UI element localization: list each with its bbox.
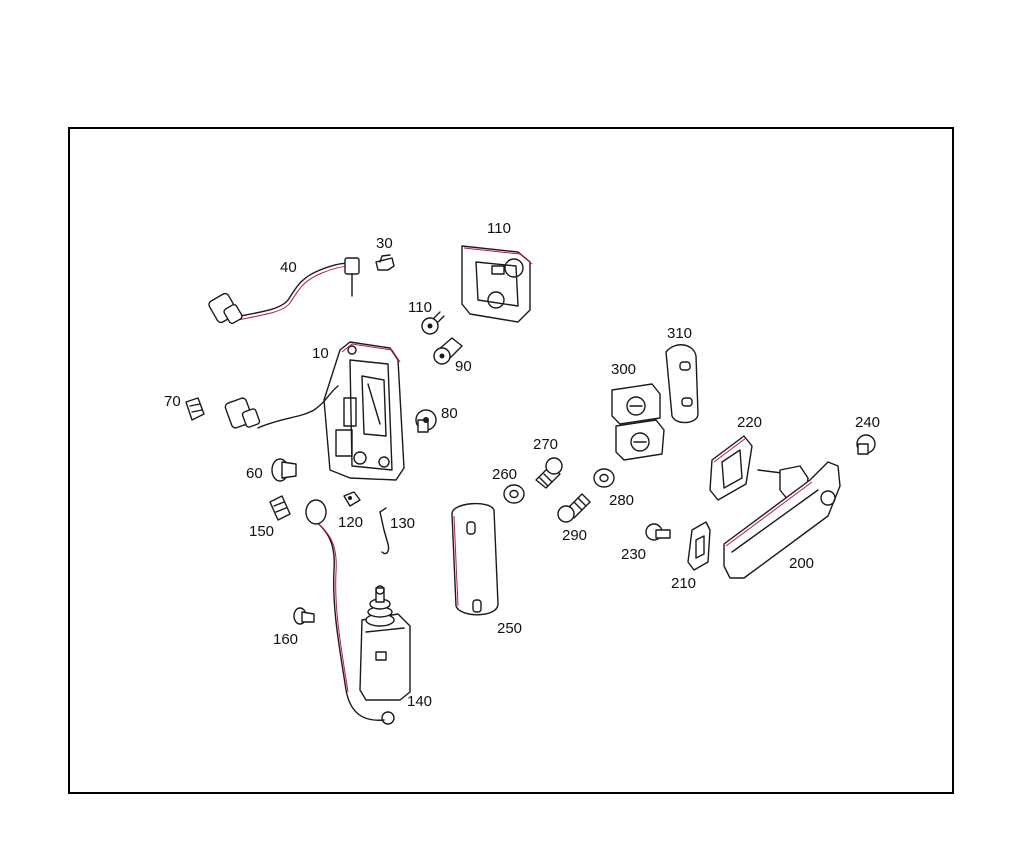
callout-260: 260 [492, 466, 517, 483]
callout-210: 210 [671, 575, 696, 592]
part-70-plug[interactable] [271, 458, 297, 482]
callout-270: 270 [533, 436, 558, 453]
part-210-gasket[interactable] [687, 521, 711, 571]
callout-40: 40 [280, 259, 297, 276]
callout-220: 220 [737, 414, 762, 431]
part-60-connector[interactable] [185, 397, 205, 421]
callout-200: 200 [789, 555, 814, 572]
part-270-bolt[interactable] [535, 457, 563, 489]
part-30-clip[interactable] [375, 254, 395, 271]
callout-310: 310 [667, 325, 692, 342]
part-300-lock-cylinders[interactable] [611, 383, 665, 461]
callout-240: 240 [855, 414, 880, 431]
callout-150: 150 [249, 523, 274, 540]
part-10-lock-assembly[interactable] [323, 341, 405, 481]
part-250-plate[interactable] [451, 503, 499, 616]
lock-cable [224, 385, 339, 429]
part-240-bolt[interactable] [856, 434, 876, 455]
part-220-gasket[interactable] [709, 435, 753, 501]
callout-300: 300 [611, 361, 636, 378]
callout-130: 130 [390, 515, 415, 532]
callout-120: 120 [338, 514, 363, 531]
part-80-bolt[interactable] [415, 409, 437, 433]
callout-30: 30 [376, 235, 393, 252]
callout-90: 90 [455, 358, 472, 375]
callout-230: 230 [621, 546, 646, 563]
callout-100: 110 [408, 299, 432, 316]
part-150-connector[interactable] [269, 495, 291, 521]
callout-140: 140 [407, 693, 432, 710]
callout-110: 110 [487, 220, 511, 237]
part-280-washer[interactable] [593, 468, 615, 488]
callout-10: 10 [312, 345, 329, 362]
part-90-bolt[interactable] [433, 337, 463, 365]
part-100-screw[interactable] [421, 311, 445, 335]
part-110-bracket[interactable] [461, 245, 533, 323]
part-200-door-handle[interactable] [723, 461, 841, 579]
part-230-screw[interactable] [645, 523, 671, 541]
part-140-actuator[interactable] [305, 499, 411, 725]
part-160-bolt[interactable] [293, 607, 315, 625]
diagram-frame [68, 127, 954, 794]
part-260-washer[interactable] [503, 484, 525, 504]
part-310-gasket[interactable] [665, 344, 699, 424]
callout-80: 80 [441, 405, 458, 422]
callout-280: 280 [609, 492, 634, 509]
part-120-bolt[interactable] [343, 491, 361, 507]
callout-60: 70 [164, 393, 181, 410]
callout-160: 160 [273, 631, 298, 648]
part-130-rod[interactable] [379, 507, 390, 555]
callout-290: 290 [562, 527, 587, 544]
part-40-wiring-harness[interactable] [207, 257, 360, 325]
callout-70: 60 [246, 465, 263, 482]
callout-250: 250 [497, 620, 522, 637]
part-290-bolt[interactable] [557, 493, 591, 523]
